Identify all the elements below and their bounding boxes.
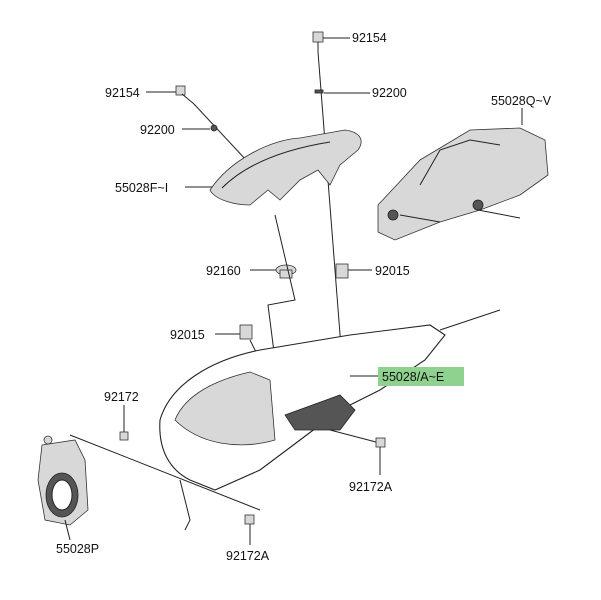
- label-screw-left: 92172: [104, 390, 139, 404]
- label-bolt-top: 92154: [352, 31, 387, 45]
- main-cowl-part: [159, 309, 501, 531]
- bolt-top-icon: [312, 31, 343, 361]
- nut-right-icon: [335, 263, 349, 279]
- label-main-cowl[interactable]: 55028/A~E: [382, 370, 444, 384]
- label-bracket: 55028P: [56, 542, 99, 556]
- label-cover-right: 55028Q~V: [491, 94, 552, 108]
- nut-left-icon: [239, 324, 253, 340]
- grommet-icon: [275, 264, 297, 279]
- bracket-part: [37, 435, 89, 526]
- label-washer-left: 92200: [140, 123, 175, 137]
- label-screw-right: 92172A: [349, 480, 393, 494]
- label-nut-right: 92015: [375, 264, 410, 278]
- right-cover-part: [377, 127, 549, 241]
- screw-right-icon: [375, 437, 386, 448]
- label-bolt-left: 92154: [105, 86, 140, 100]
- label-screw-bottom: 92172A: [226, 549, 270, 563]
- label-cover-upper: 55028F~I: [115, 181, 168, 195]
- upper-cover-part: [209, 129, 362, 206]
- label-nut-left: 92015: [170, 328, 205, 342]
- screw-left-icon: [119, 431, 129, 441]
- label-washer-top: 92200: [372, 86, 407, 100]
- highlight-box: [378, 367, 464, 386]
- screw-bottom-icon: [244, 514, 255, 525]
- label-grommet: 92160: [206, 264, 241, 278]
